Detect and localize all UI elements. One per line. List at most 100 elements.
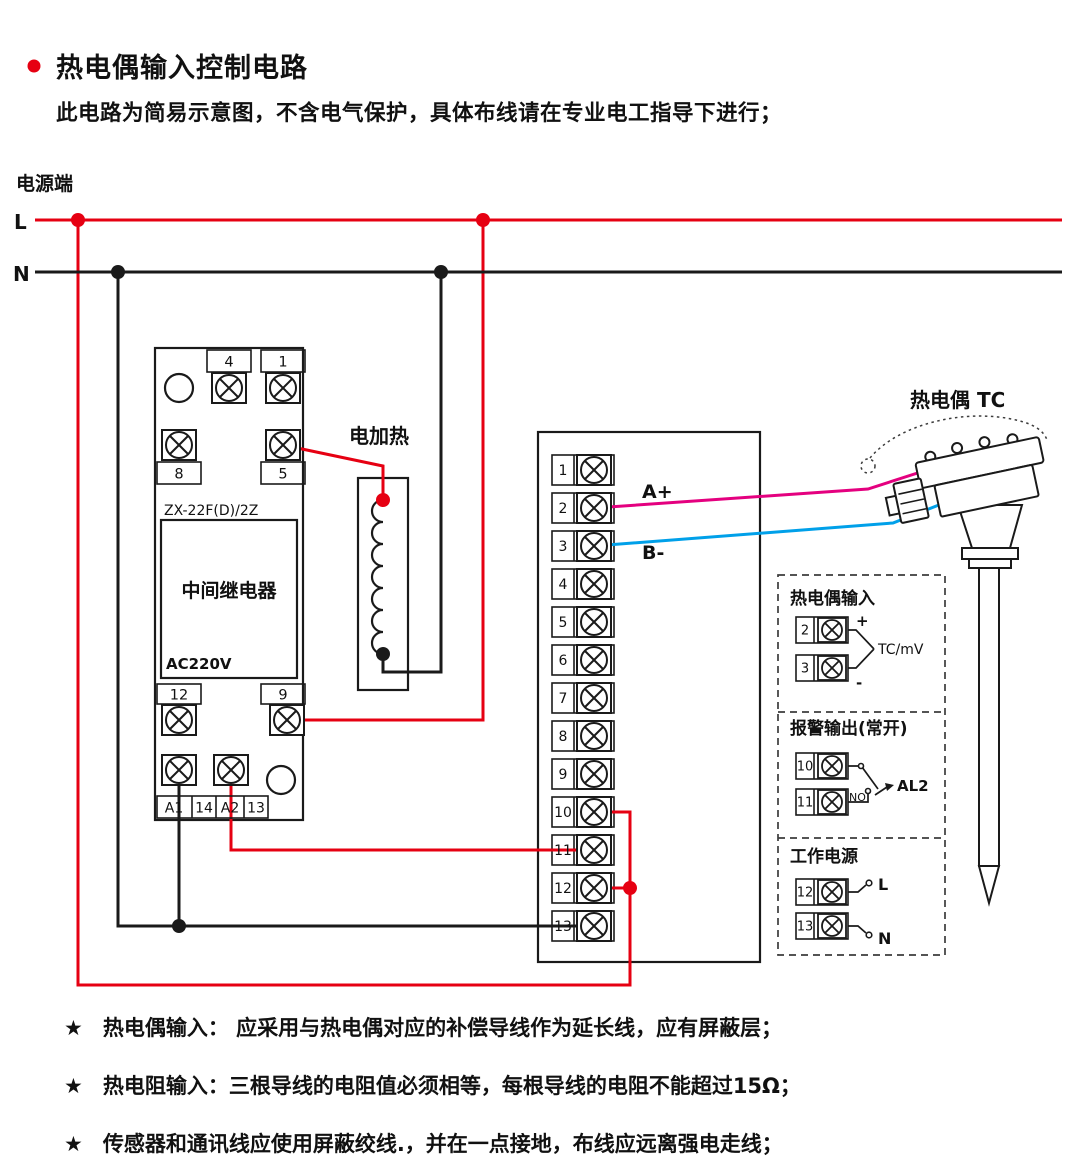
terminal-number: 13: [554, 919, 572, 935]
tc-body: [933, 464, 1040, 518]
junction-dot: [376, 647, 390, 661]
relay-terminal-label: 14: [195, 801, 213, 817]
power-terminal-label: 电源端: [16, 172, 73, 195]
relay-terminal-label: 1: [278, 355, 287, 371]
terminal-number: 9: [559, 767, 568, 783]
l-lead: [848, 884, 867, 893]
tc-bolt: [951, 441, 964, 454]
terminal-number: 3: [801, 662, 809, 677]
legend-outline: [777, 574, 946, 956]
terminal-number: 4: [559, 577, 568, 593]
tc-signal-label: TC/mV: [877, 642, 924, 658]
terminal-number: 11: [554, 843, 572, 859]
screw-terminal-icon: [576, 758, 612, 790]
junction-dots: [71, 213, 637, 933]
junction-dot: [623, 881, 637, 895]
relay-terminal-label: 12: [170, 688, 188, 704]
minus-label: -: [856, 674, 862, 692]
footnote: ★ 传感器和通讯线应使用屏蔽绞线.，并在一点接地，布线应远离强电走线；: [64, 1128, 801, 1158]
footnote-text: 热电阻输入：三根导线的电阻值必须相等，每根导线的电阻不能超过15Ω；: [102, 1074, 801, 1098]
relay-mount-hole: [163, 372, 195, 404]
plus-label: +: [856, 612, 869, 630]
junction-dot: [172, 919, 186, 933]
tc-gland-thread: [900, 498, 925, 505]
title-bullet-icon: [27, 59, 41, 72]
heater-coil: [370, 498, 384, 656]
l-to-relay9-wire: [287, 220, 485, 722]
screw-terminal-icon: [576, 492, 612, 524]
relay-label-cell: [260, 461, 306, 485]
no-label: NO: [849, 791, 866, 804]
screw-terminal-icon: [576, 530, 612, 562]
alarm-contact-symbol: [848, 765, 879, 803]
footnote: ★ 热电偶输入： 应采用与热电偶对应的补偿导线作为延长线，应有屏蔽层；: [64, 1012, 801, 1042]
relay-terminal-label: A1: [165, 801, 183, 817]
screw-terminal-icon: [817, 655, 847, 681]
legend-section-title: 报警输出(常开): [790, 718, 908, 739]
alarm-jumper-wire: [594, 810, 632, 890]
tc-input-bracket: [848, 629, 875, 669]
terminal-number: 8: [559, 729, 568, 745]
terminal-number: 11: [797, 796, 814, 811]
screw-terminal-icon: [576, 720, 612, 752]
title-row: 热电偶输入控制电路: [27, 46, 308, 85]
wires: [35, 218, 1062, 987]
junction-dot: [71, 213, 85, 227]
terminal-block: 1 2 3 4 5 6 7 8 9 10 11 12 13 A+ B-: [554, 454, 673, 942]
terminal-number: 2: [559, 501, 568, 517]
screw-terminal-icon: [817, 789, 847, 815]
terminal-number: 1: [559, 463, 568, 479]
n-lead: [848, 925, 867, 934]
terminal-number: 10: [554, 805, 572, 821]
screw-terminal-icon: [211, 372, 247, 404]
page-title: 热电偶输入控制电路: [56, 53, 308, 84]
screw-terminal-icon: [161, 429, 197, 461]
contact-point: [865, 931, 873, 939]
relay: 4 1 8 5 ZX-22F(D)/2Z 中间继电器 AC220V 12 9: [156, 349, 306, 819]
l-drop-left-wire: [76, 220, 632, 987]
star-icon: ★: [64, 1016, 83, 1040]
screw-terminal-icon: [576, 910, 612, 942]
tc-head: [884, 433, 1045, 524]
legend-box: [777, 574, 946, 956]
legend-l-label: L: [878, 875, 888, 894]
a-plus-label: A+: [642, 481, 673, 503]
tc-flange: [968, 558, 1012, 569]
screw-terminal-icon: [161, 704, 197, 736]
terminal-number: 7: [559, 691, 568, 707]
screw-terminal-icon: [576, 454, 612, 486]
relay-terminal-label: 8: [174, 467, 183, 483]
tc-dashed-ring: [860, 458, 876, 474]
footnote-text: 传感器和通讯线应使用屏蔽绞线.，并在一点接地，布线应远离强电走线；: [102, 1132, 783, 1156]
junction-dot: [434, 265, 448, 279]
tc-gland-thread: [902, 507, 927, 515]
relay-model: ZX-22F(D)/2Z: [164, 503, 258, 519]
screw-terminal-icon: [576, 834, 612, 866]
screw-terminal-icon: [161, 754, 197, 786]
screw-terminal-icon: [817, 913, 847, 939]
terminal-number: 6: [559, 653, 568, 669]
screw-terminal-icon: [817, 617, 847, 643]
relay-label-cell: [156, 461, 202, 485]
footnote: ★ 热电阻输入：三根导线的电阻值必须相等，每根导线的电阻不能超过15Ω；: [64, 1070, 801, 1100]
n-to-terminal13-wire: [116, 272, 594, 928]
legend-section-title: 工作电源: [790, 846, 858, 867]
star-icon: ★: [64, 1074, 83, 1098]
relay-terminal-label: 9: [278, 688, 287, 704]
legend: 热电偶输入 2 3 + - TC/mV 报警输出(常开) 10 11 NO AL…: [790, 588, 929, 948]
terminal-number: 5: [559, 615, 568, 631]
line-n-label: N: [13, 262, 30, 286]
terminal-number: 10: [797, 760, 814, 775]
terminal-number: 13: [797, 920, 814, 935]
heater-label: 电加热: [349, 424, 409, 448]
contact-point: [865, 879, 873, 887]
terminal-number: 3: [559, 539, 568, 555]
relay5-to-heater-wire: [282, 443, 385, 500]
screw-terminal-icon: [576, 644, 612, 676]
terminal-number: 2: [801, 624, 809, 639]
alarm-arrowhead-icon: [885, 783, 894, 791]
heater: 电加热: [349, 424, 409, 656]
contact-point: [857, 762, 865, 770]
